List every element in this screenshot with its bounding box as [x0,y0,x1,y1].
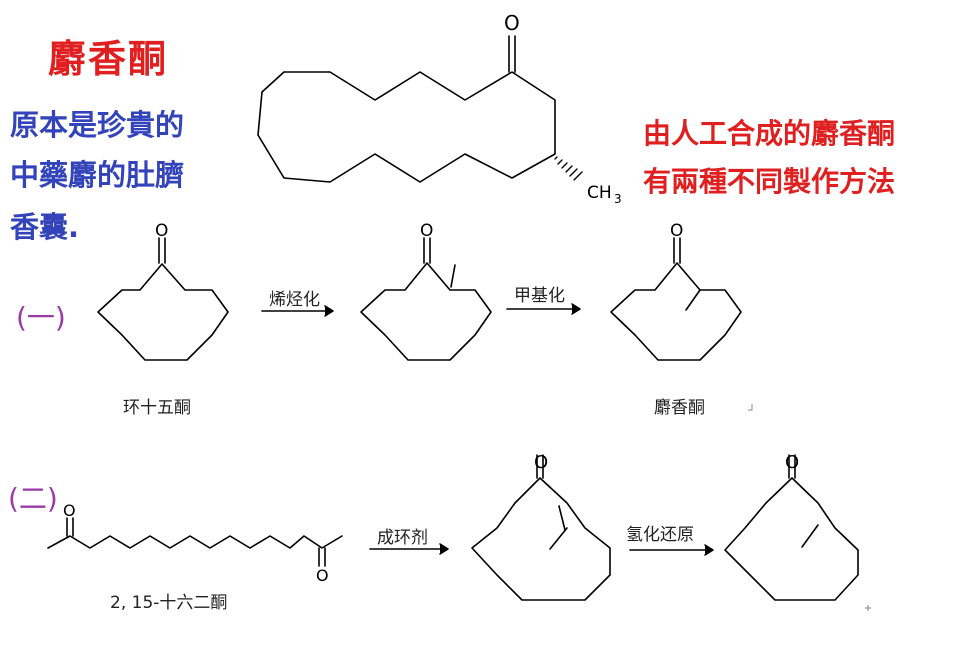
note-line-1: 由人工合成的麝香酮 [643,117,896,150]
compound-name-cyclopentadecanone: 环十五酮 [123,398,191,418]
oxygen-label-chain-left: O [63,501,76,520]
step-label-hydrogenation: 氢化还原 [626,525,694,545]
step-label-cyclization: 成环剂 [377,528,428,548]
oxygen-label-c1: O [155,221,168,241]
reaction-arrow-1 [261,305,334,317]
methyl-label-top: CH [587,183,612,203]
step-label-methylation: 甲基化 [514,286,565,306]
intro-line-1: 原本是珍貴的 [10,108,185,142]
method-1-marker: (一) [16,301,66,334]
reaction-arrow-3 [369,543,449,555]
methyl-enone-structure [471,454,611,601]
return-mark-icon [748,404,753,411]
muscone-product-2-structure [724,454,859,601]
muscone-structure-top [257,35,583,183]
intro-line-2: 中藥麝的肚臍 [10,158,185,192]
oxygen-label-c3: O [670,221,683,241]
oxygen-label-c6: O [785,452,799,473]
reaction-arrow-4 [629,544,714,556]
hexadecanedione-structure [47,517,343,567]
enone-intermediate-structure [360,237,492,361]
reaction-arrow-2 [506,303,581,315]
method-2-marker: (二) [8,482,58,515]
muscone-product-1-structure [610,237,742,361]
muscone-top-ring [257,71,556,183]
compound-name-hexadecanedione: 2, 15-十六二酮 [110,593,228,613]
plus-mark-icon [865,605,871,611]
oxygen-label-chain-right: O [316,566,329,585]
intro-line-3: 香囊. [10,210,80,244]
page-title: 麝香酮 [48,37,169,81]
oxygen-label-c5: O [534,452,548,473]
step-label-alkenylation: 烯烃化 [269,290,320,310]
compound-name-muscone: 麝香酮 [654,398,705,418]
oxygen-label-top: O [504,11,520,35]
oxygen-label-c2: O [420,221,433,241]
muscone-top-hashed-wedge [554,156,583,181]
cyclopentadecanone-structure [97,237,229,361]
methyl-subscript-top: 3 [614,192,622,206]
note-line-2: 有兩種不同製作方法 [643,165,896,198]
